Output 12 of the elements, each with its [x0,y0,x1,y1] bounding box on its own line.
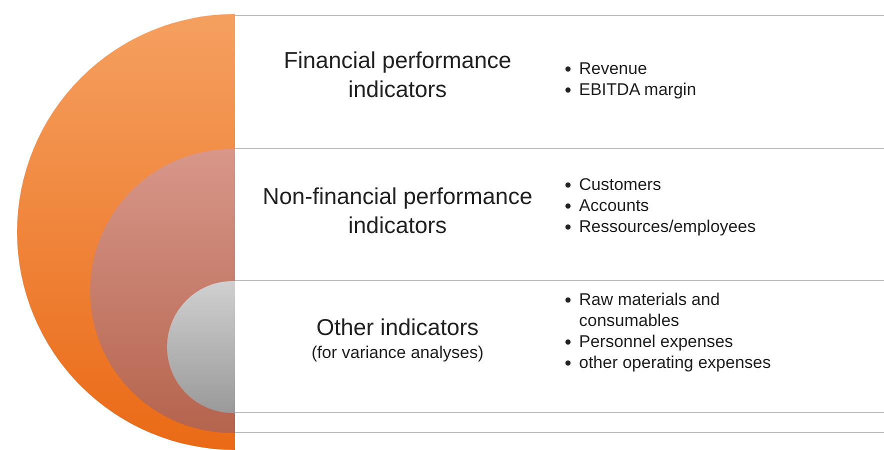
bullet-text: Ressources/employees [579,217,756,236]
heading-text: Financial performance indicators [282,46,512,104]
bullet-text: Revenue [579,59,648,78]
heading-text: Non-financial performance indicators [262,182,534,240]
bullet-text: Customers [579,175,662,194]
heading-text: Other indicators [315,313,480,342]
bullet-text: Personnel expenses [579,332,734,351]
bullet-text: Accounts [579,196,649,215]
bullet-text: Raw materials and consumables [579,290,720,330]
bullet-text: EBITDA margin [579,80,696,99]
subheading-text: (for variance analyses) [310,342,484,364]
bullet-text: other operating expenses [579,353,771,372]
